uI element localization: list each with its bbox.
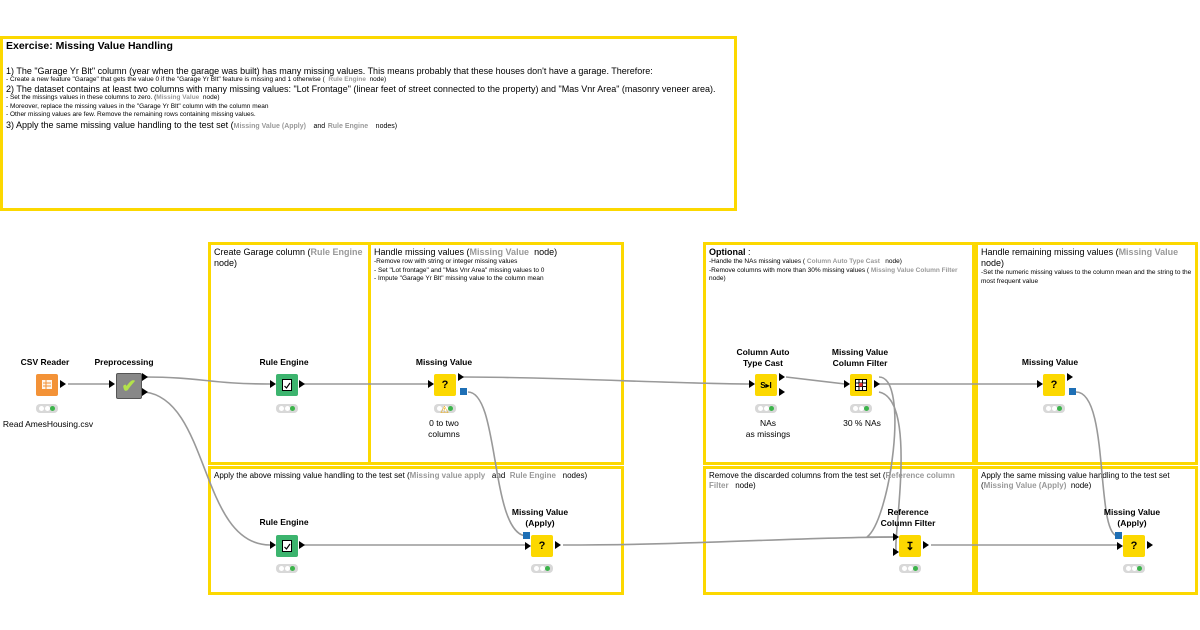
status-indicator [1123,564,1145,573]
status-indicator [531,564,553,573]
output-port[interactable] [555,541,561,549]
output-port[interactable] [874,380,880,388]
annotation-remove-discarded: Remove the discarded columns from the te… [703,466,975,595]
annotation-apply-same: Apply the same missing value handling to… [975,466,1198,595]
status-indicator [1043,404,1065,413]
node-title-preprocessing: Preprocessing [94,357,154,367]
annotation-handle-missing: Handle missing values (Missing Value nod… [368,242,624,465]
output-port[interactable] [923,541,929,549]
type-cast-icon[interactable]: S▸I [755,374,777,396]
output-port[interactable] [299,380,305,388]
connection-mv2-model-to-apply2 [1075,391,1119,537]
annotation-handle-remaining: Handle remaining missing values (Missing… [975,242,1198,465]
rule-engine-icon[interactable] [276,535,298,557]
node-label-mv-column-filter: 30 % NAs [843,418,881,428]
node-title-mv-apply-1: Missing Value(Apply) [511,507,569,528]
exercise-title: Exercise: Missing Value Handling [6,40,173,52]
connection-preprocessing-to-rule2 [144,391,271,546]
exercise-line-3: 3) Apply the same missing value handling… [6,119,398,130]
model-input-port[interactable] [1115,532,1122,539]
output-port[interactable] [779,373,785,381]
annotation-apply-above: Apply the above missing value handling t… [208,466,624,595]
exercise-line-2c: - Moreover, replace the missing values i… [6,102,269,110]
output-port[interactable] [779,388,785,396]
input-port[interactable] [749,380,755,388]
connection-mv1-model-to-apply [467,391,528,537]
exercise-line-2: 2) The dataset contains at least two col… [6,84,716,94]
exercise-line-1: 1) The "Garage Yr Blt" column (year when… [6,65,653,76]
output-port[interactable] [1067,373,1073,381]
exercise-line-2d: - Other missing values are few. Remove t… [6,111,256,118]
column-filter-icon[interactable] [850,374,872,396]
input-port[interactable] [893,533,899,541]
missing-value-apply-icon[interactable]: ? [531,535,553,557]
model-output-port[interactable] [1069,388,1076,395]
reference-filter-icon[interactable]: ↧ [899,535,921,557]
exercise-line-1b: - Create a new feature "Garage" that get… [6,75,387,83]
output-port[interactable] [1147,541,1153,549]
connection-preprocessing-to-rule1 [144,376,271,385]
node-title-rule-engine-2: Rule Engine [259,517,309,527]
status-indicator [755,404,777,413]
status-indicator [899,564,921,573]
annotation-optional: Optional : -Handle the NAs missing value… [703,242,975,465]
node-title-missing-value-2: Missing Value [1021,357,1079,367]
status-indicator [36,404,58,413]
model-input-port[interactable] [523,532,530,539]
missing-value-icon[interactable]: ? [434,374,456,396]
connection-filter-to-ref-bottom [878,391,902,553]
connection-autocast-to-filter [785,376,846,385]
rule-engine-icon[interactable] [276,374,298,396]
metanode-check-icon[interactable]: ✔ [116,373,142,399]
output-port[interactable] [142,388,148,396]
csv-reader-icon[interactable] [36,374,58,396]
input-port[interactable] [1117,542,1123,550]
node-title-mv-apply-2: Missing Value(Apply) [1103,507,1161,528]
warning-icon: ⚠ [440,405,449,416]
model-output-port[interactable] [460,388,467,395]
node-label-csv-reader: Read AmesHousing.csv [2,419,94,429]
connection-apply-to-ref [562,536,898,546]
connection-mv1-to-autocast [462,376,752,385]
exercise-annotation: Exercise: Missing Value Handling 1) The … [0,36,737,211]
output-port[interactable] [299,541,305,549]
connection-filter-to-ref-top [864,376,897,538]
exercise-line-2b: - Set the missings values in these colum… [6,94,220,101]
status-indicator [276,404,298,413]
input-port[interactable] [270,541,276,549]
input-port[interactable] [270,380,276,388]
output-port[interactable] [60,380,66,388]
output-port[interactable] [142,373,148,381]
input-port[interactable] [525,542,531,550]
node-title-missing-value-1: Missing Value [415,357,473,367]
input-port[interactable] [428,380,434,388]
status-indicator [276,564,298,573]
input-port[interactable] [844,380,850,388]
missing-value-icon[interactable]: ? [1043,374,1065,396]
output-port[interactable] [458,373,464,381]
status-indicator [850,404,872,413]
input-port[interactable] [109,380,115,388]
input-port[interactable] [1037,380,1043,388]
node-title-csv-reader: CSV Reader [20,357,70,367]
node-title-rule-engine-1: Rule Engine [259,357,309,367]
status-indicator [434,404,456,413]
input-port[interactable] [893,548,899,556]
missing-value-apply-icon[interactable]: ? [1123,535,1145,557]
